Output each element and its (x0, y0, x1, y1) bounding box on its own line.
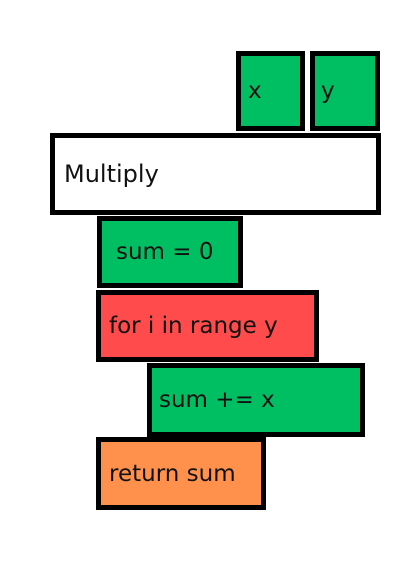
statement-block-for-loop: for i in range y (96, 290, 319, 362)
statement-label-sum-init: sum = 0 (116, 239, 214, 265)
function-block-multiply: Multiply (50, 133, 381, 215)
function-label: Multiply (64, 160, 159, 188)
param-label-y: y (321, 78, 335, 104)
param-label-x: x (248, 78, 262, 104)
param-block-x: x (236, 51, 305, 131)
statement-label-for-loop: for i in range y (109, 313, 278, 339)
statement-block-sum-add: sum += x (147, 363, 365, 437)
statement-block-return: return sum (96, 437, 266, 510)
statement-block-sum-init: sum = 0 (97, 216, 243, 288)
statement-label-return: return sum (109, 460, 236, 487)
param-block-y: y (310, 51, 380, 131)
statement-label-sum-add: sum += x (159, 387, 275, 413)
